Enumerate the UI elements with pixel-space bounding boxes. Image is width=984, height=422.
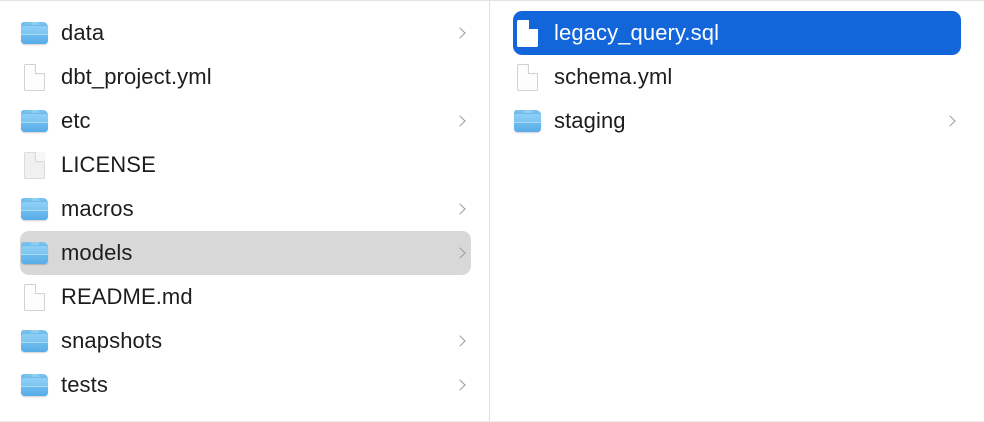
folder-icon <box>20 106 50 136</box>
chevron-right-icon[interactable] <box>944 114 958 128</box>
file-name-label: schema.yml <box>554 64 673 89</box>
folder-name-label: etc <box>61 108 91 133</box>
folder-row[interactable]: data <box>20 11 471 55</box>
file-icon <box>20 282 50 312</box>
chevron-placeholder <box>454 158 468 172</box>
file-row[interactable]: dbt_project.yml <box>20 55 471 99</box>
folder-icon <box>20 370 50 400</box>
file-row[interactable]: LICENSE <box>20 143 471 187</box>
chevron-placeholder <box>944 26 958 40</box>
folder-row[interactable]: etc <box>20 99 471 143</box>
folder-row[interactable]: models <box>20 231 471 275</box>
file-row[interactable]: legacy_query.sql <box>513 11 961 55</box>
column-models: legacy_query.sql schema.yml staging <box>490 1 983 421</box>
chevron-right-icon[interactable] <box>454 26 468 40</box>
folder-row[interactable]: tests <box>20 363 471 407</box>
chevron-right-icon[interactable] <box>454 378 468 392</box>
file-icon <box>513 62 543 92</box>
file-name-label: LICENSE <box>61 152 156 177</box>
chevron-placeholder <box>454 70 468 84</box>
file-icon <box>20 62 50 92</box>
file-icon <box>513 18 543 48</box>
file-plain-icon <box>20 150 50 180</box>
folder-name-label: macros <box>61 196 134 221</box>
folder-name-label: tests <box>61 372 108 397</box>
file-row[interactable]: schema.yml <box>513 55 961 99</box>
folder-row[interactable]: snapshots <box>20 319 471 363</box>
chevron-placeholder <box>944 70 958 84</box>
folder-icon <box>20 326 50 356</box>
folder-icon <box>20 238 50 268</box>
chevron-right-icon[interactable] <box>454 202 468 216</box>
chevron-right-icon[interactable] <box>454 114 468 128</box>
folder-name-label: models <box>61 240 133 265</box>
chevron-right-icon[interactable] <box>454 334 468 348</box>
file-name-label: dbt_project.yml <box>61 64 212 89</box>
folder-name-label: staging <box>554 108 626 133</box>
file-name-label: README.md <box>61 284 193 309</box>
file-row[interactable]: README.md <box>20 275 471 319</box>
folder-icon <box>513 106 543 136</box>
folder-row[interactable]: staging <box>513 99 961 143</box>
folder-icon <box>20 194 50 224</box>
folder-row[interactable]: macros <box>20 187 471 231</box>
chevron-placeholder <box>454 290 468 304</box>
folder-name-label: snapshots <box>61 328 163 353</box>
folder-name-label: data <box>61 20 105 45</box>
chevron-right-icon[interactable] <box>454 246 468 260</box>
folder-icon <box>20 18 50 48</box>
file-name-label: legacy_query.sql <box>554 20 720 45</box>
